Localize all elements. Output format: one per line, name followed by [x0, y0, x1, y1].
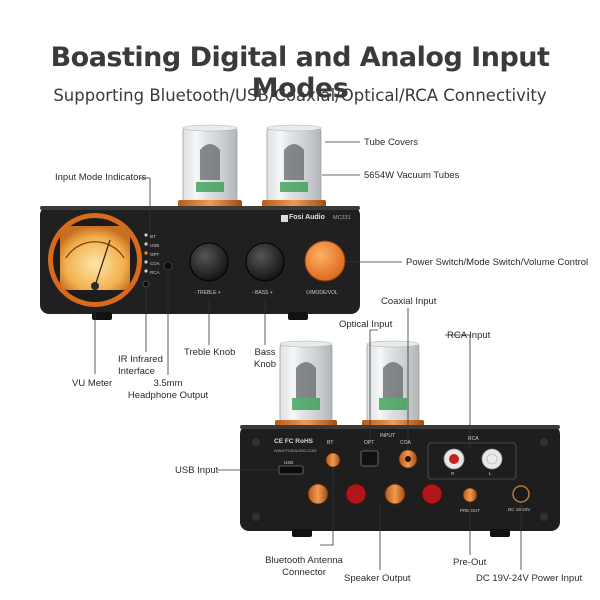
- leader-lines: [94, 141, 522, 570]
- callout-pre-out: Pre-Out: [453, 557, 487, 568]
- indicator-usb: USB: [150, 243, 160, 248]
- indicator-labels: BT USB OPT COA RCA: [150, 232, 160, 277]
- callout-bass-line2: Knob: [253, 359, 277, 370]
- callout-dc-power: DC 19V-24V Power Input: [476, 573, 583, 584]
- volume-print: ⏻/MODE/VOL: [306, 290, 338, 296]
- bass-knob: [245, 242, 285, 282]
- callout-bt-line1: Bluetooth Antenna: [265, 555, 343, 566]
- page-title: Boasting Digital and Analog Input Modes: [50, 42, 550, 104]
- callout-rca-input: RCA Input: [447, 330, 491, 341]
- pre-out-port: [462, 487, 478, 503]
- callout-bass-line1: Bass: [254, 347, 276, 358]
- back-coa-label: COA: [400, 440, 411, 446]
- back-bt-label: BT: [327, 440, 334, 446]
- callout-vacuum-tubes: 5654W Vacuum Tubes: [364, 170, 460, 181]
- callout-optical-input: Optical Input: [339, 319, 393, 330]
- callout-ir-line1: IR Infrared: [118, 354, 163, 365]
- treble-knob: [189, 242, 229, 282]
- indicator-coa: COA: [150, 261, 160, 266]
- headphone-jack: [142, 280, 150, 288]
- indicator-leds: [144, 233, 148, 273]
- callout-bass-knob: Bass Knob: [245, 347, 285, 371]
- front-unit: [40, 124, 360, 320]
- back-tube-right: [362, 340, 424, 427]
- callout-headphone: 3.5mm Headphone Output: [122, 378, 214, 402]
- back-rca-label: RCA: [468, 436, 479, 442]
- tube-left: [178, 124, 242, 207]
- back-preout-label: PRE OUT: [460, 508, 481, 513]
- back-usb-label: USB: [284, 460, 294, 465]
- callout-input-mode-indicators: Input Mode Indicators: [55, 172, 147, 183]
- callout-bt-antenna: Bluetooth Antenna Connector: [258, 555, 350, 579]
- usb-port: [278, 465, 304, 475]
- back-website: WWW.FOSIAUDIO.COM: [274, 449, 317, 453]
- front-model: MC331: [333, 215, 351, 221]
- page-subtitle: Supporting Bluetooth/USB/Coaxial/Optical…: [53, 86, 547, 105]
- back-dc-label: DC 19-24V: [508, 507, 531, 512]
- ir-window: [163, 261, 173, 271]
- indicator-rca: RCA: [150, 270, 160, 275]
- speaker-terminals: [307, 483, 443, 505]
- callout-headphone-line1: 3.5mm: [153, 378, 183, 389]
- back-r-label: R: [451, 471, 455, 476]
- callout-tube-covers: Tube Covers: [364, 137, 419, 148]
- back-l-label: L: [489, 471, 492, 476]
- bass-print: - BASS +: [252, 290, 273, 296]
- tube-right: [262, 124, 326, 207]
- back-certs: CE FC RoHS: [274, 438, 313, 445]
- front-brand: Fosi Audio: [289, 214, 325, 221]
- callout-speaker-output: Speaker Output: [344, 573, 411, 584]
- vu-meter: [48, 213, 142, 307]
- callout-bt-line2: Connector: [282, 567, 326, 578]
- back-unit: [240, 340, 560, 537]
- callout-power-switch: Power Switch/Mode Switch/Volume Control: [406, 257, 589, 268]
- brand-logo: [281, 215, 288, 222]
- dc-power-port: [512, 485, 530, 503]
- callout-ir-interface: IR Infrared Interface: [118, 354, 163, 378]
- back-opt-label: OPT: [364, 440, 375, 446]
- volume-knob: [304, 240, 346, 282]
- callout-headphone-line2: Headphone Output: [127, 390, 209, 401]
- indicator-bt: BT: [150, 234, 156, 239]
- bt-antenna-connector: [325, 452, 341, 468]
- callout-coaxial-input: Coaxial Input: [381, 296, 437, 307]
- indicator-opt: OPT: [150, 252, 160, 257]
- optical-port: [360, 450, 379, 467]
- treble-print: - TREBLE +: [194, 290, 221, 296]
- callout-vu-meter: VU Meter: [72, 378, 113, 389]
- back-input-label: INPUT: [380, 433, 395, 439]
- callout-usb-input: USB Input: [175, 465, 219, 476]
- callout-treble-knob: Treble Knob: [184, 347, 236, 358]
- callout-ir-line2: Interface: [118, 366, 155, 377]
